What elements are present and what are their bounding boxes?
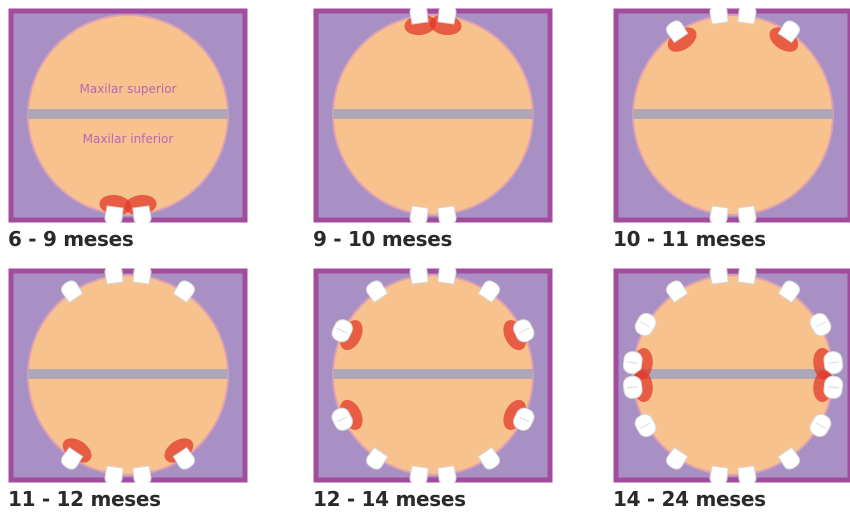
- jaw-diagram: [613, 268, 850, 483]
- incisor-lower-tooth: [438, 466, 457, 483]
- incisor-lower-tooth: [438, 206, 457, 223]
- jaw-separator: [633, 369, 833, 379]
- jaw-separator: [333, 369, 533, 379]
- incisor-upper-tooth: [409, 268, 428, 284]
- incisor-upper-tooth: [438, 268, 457, 284]
- jaw-separator: [633, 109, 833, 119]
- jaw-separator: [333, 109, 533, 119]
- incisor-lower-tooth: [738, 206, 757, 223]
- jaw-diagram: [313, 8, 553, 223]
- incisor-lower-tooth: [409, 466, 428, 483]
- incisor-lower-tooth: [709, 466, 728, 483]
- jaw-diagram: [8, 268, 248, 483]
- incisor-lower-tooth: [738, 466, 757, 483]
- jaw-separator: [28, 369, 228, 379]
- tooth-crown: [738, 466, 757, 483]
- incisor-upper-tooth: [709, 268, 728, 284]
- jaw-diagram: [313, 268, 553, 483]
- lower-jaw-label: Maxilar inferior: [83, 132, 174, 146]
- incisor-lower-tooth: [709, 206, 728, 223]
- tooth-crown: [409, 206, 428, 223]
- tooth-crown: [438, 466, 457, 483]
- jaw-diagram: [613, 8, 850, 223]
- panel-caption: 10 - 11 meses: [613, 227, 766, 251]
- tooth-crown: [438, 8, 457, 24]
- incisor-upper-tooth: [709, 8, 728, 24]
- panel-caption: 14 - 24 meses: [613, 487, 766, 511]
- incisor-lower-tooth: [133, 466, 152, 483]
- panel-caption: 6 - 9 meses: [8, 227, 134, 251]
- tooth-crown: [709, 8, 728, 24]
- incisor-upper-tooth: [104, 268, 123, 284]
- tooth-crown: [133, 206, 152, 223]
- panel-caption: 11 - 12 meses: [8, 487, 161, 511]
- tooth-crown: [104, 206, 123, 223]
- tooth-crown: [709, 466, 728, 483]
- tooth-crown: [133, 466, 152, 483]
- panel-caption: 9 - 10 meses: [313, 227, 452, 251]
- tooth-crown: [438, 206, 457, 223]
- incisor-upper-tooth: [738, 8, 757, 24]
- incisor-upper-tooth: [133, 268, 152, 284]
- upper-jaw-label: Maxilar superior: [80, 82, 177, 96]
- panel-9-10-months: 9 - 10 meses: [313, 8, 553, 223]
- tooth-crown: [409, 8, 428, 24]
- incisor-lower-tooth: [104, 466, 123, 483]
- tooth-crown: [738, 268, 757, 284]
- tooth-crown: [133, 268, 152, 284]
- incisor-upper-tooth: [738, 268, 757, 284]
- tooth-crown: [409, 268, 428, 284]
- incisor-lower-tooth: [409, 206, 428, 223]
- panel-12-14-months: 12 - 14 meses: [313, 268, 553, 483]
- panel-11-12-months: 11 - 12 meses: [8, 268, 248, 483]
- tooth-crown: [709, 268, 728, 284]
- panel-14-24-months: 14 - 24 meses: [613, 268, 850, 483]
- tooth-crown: [104, 268, 123, 284]
- panel-caption: 12 - 14 meses: [313, 487, 466, 511]
- tooth-crown: [738, 206, 757, 223]
- tooth-crown: [104, 466, 123, 483]
- tooth-crown: [738, 8, 757, 24]
- tooth-crown: [409, 466, 428, 483]
- jaw-separator: [28, 109, 228, 119]
- tooth-crown: [709, 206, 728, 223]
- panel-10-11-months: 10 - 11 meses: [613, 8, 850, 223]
- tooth-crown: [438, 268, 457, 284]
